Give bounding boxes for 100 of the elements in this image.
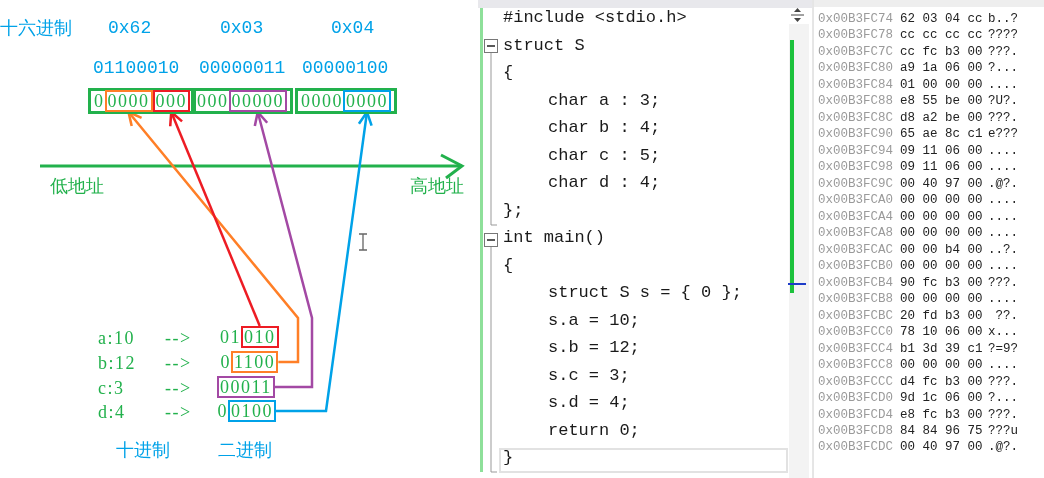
memory-bytes: 00 00 00 00 bbox=[900, 208, 983, 225]
memory-bytes: 01 00 00 00 bbox=[900, 76, 983, 93]
value-label: 00000100 bbox=[302, 57, 389, 80]
memory-chars: .@?. bbox=[988, 175, 1018, 192]
value-label: 0x62 bbox=[108, 17, 152, 40]
memory-address: 0x00B3FCDC bbox=[818, 439, 893, 456]
value-label: --> bbox=[165, 327, 192, 350]
binary-digits: 0100 bbox=[231, 402, 273, 420]
axis-label: 二进制 bbox=[218, 438, 272, 462]
memory-address: 0x00B3FCC4 bbox=[818, 340, 893, 357]
memory-bytes: 65 ae 8c c1 bbox=[900, 126, 983, 143]
memory-chars: .... bbox=[988, 258, 1018, 275]
binary-digits: 00011 bbox=[220, 378, 272, 396]
memory-address: 0x00B3FCC0 bbox=[818, 324, 893, 341]
axis-label: 低地址 bbox=[50, 174, 104, 198]
byte-box bbox=[88, 88, 196, 114]
binary-digits: 0000 bbox=[107, 92, 150, 110]
memory-chars: ???. bbox=[988, 274, 1018, 291]
memory-address: 0x00B3FC80 bbox=[818, 60, 893, 77]
byte-box bbox=[295, 88, 397, 114]
value-label: b:12 bbox=[98, 352, 136, 375]
memory-address: 0x00B3FCAC bbox=[818, 241, 893, 258]
memory-chars: ???u bbox=[988, 423, 1018, 439]
memory-chars: b..? bbox=[988, 11, 1018, 27]
memory-address: 0x00B3FCB8 bbox=[818, 291, 893, 308]
memory-bytes: 09 11 06 00 bbox=[900, 142, 983, 159]
memory-address: 0x00B3FC88 bbox=[818, 93, 893, 110]
code-line: s.d = 4; bbox=[548, 392, 630, 414]
memory-chars: ?=9? bbox=[988, 340, 1018, 357]
binary-digits: 00000 bbox=[231, 92, 284, 110]
memory-address: 0x00B3FC98 bbox=[818, 159, 893, 176]
binary-digits: 0000 bbox=[301, 92, 343, 110]
memory-address: 0x00B3FC8C bbox=[818, 109, 893, 126]
value-label: 00000011 bbox=[199, 57, 286, 80]
memory-address: 0x00B3FCBC bbox=[818, 307, 893, 324]
memory-bytes: a9 1a 06 00 bbox=[900, 60, 983, 77]
code-line: } bbox=[503, 447, 514, 469]
memory-bytes: 84 84 96 75 bbox=[900, 423, 983, 439]
memory-address: 0x00B3FC74 bbox=[818, 11, 893, 27]
memory-chars: .... bbox=[988, 208, 1018, 225]
byte-box bbox=[191, 88, 293, 114]
code-line: char c : 5; bbox=[548, 144, 661, 167]
memory-bytes: 00 00 00 00 bbox=[900, 291, 983, 308]
binary-digits: 0 bbox=[94, 92, 105, 110]
memory-chars: ???. bbox=[988, 406, 1018, 423]
value-label: 0x04 bbox=[331, 17, 375, 40]
memory-address: 0x00B3FCA0 bbox=[818, 192, 893, 209]
code-line: s.a = 10; bbox=[548, 309, 640, 332]
memory-chars: e??? bbox=[988, 126, 1018, 143]
code-line: #include <stdio.h> bbox=[503, 7, 687, 29]
memory-bytes: 90 fc b3 00 bbox=[900, 274, 983, 291]
memory-bytes: 00 00 00 00 bbox=[900, 192, 983, 209]
binary-digits: 010 bbox=[244, 328, 276, 346]
memory-address: 0x00B3FCD0 bbox=[818, 390, 893, 407]
memory-bytes: 20 fd b3 00 bbox=[900, 307, 983, 324]
code-line: struct S bbox=[503, 34, 585, 57]
memory-chars: .... bbox=[988, 192, 1018, 209]
memory-chars: ???? bbox=[988, 27, 1018, 44]
code-line: s.c = 3; bbox=[548, 364, 630, 387]
axis-label: 十六进制 bbox=[0, 16, 72, 40]
memory-address: 0x00B3FC78 bbox=[818, 27, 893, 44]
memory-chars: .... bbox=[988, 76, 1018, 93]
memory-bytes: 00 00 00 00 bbox=[900, 225, 983, 242]
value-label: c:3 bbox=[98, 377, 125, 400]
memory-address: 0x00B3FCCC bbox=[818, 373, 893, 390]
memory-chars: ???. bbox=[988, 109, 1018, 126]
memory-address: 0x00B3FC90 bbox=[818, 126, 893, 143]
memory-address: 0x00B3FC7C bbox=[818, 43, 893, 60]
value-label: --> bbox=[165, 377, 192, 400]
memory-bytes: 00 00 00 00 bbox=[900, 357, 983, 374]
axis-label: 十进制 bbox=[116, 438, 170, 462]
code-line: { bbox=[503, 254, 514, 277]
memory-bytes: b1 3d 39 c1 bbox=[900, 340, 983, 357]
memory-address: 0x00B3FCA4 bbox=[818, 208, 893, 225]
memory-bytes: cc fc b3 00 bbox=[900, 43, 983, 60]
memory-chars: .@?. bbox=[988, 439, 1018, 456]
memory-bytes: d4 fc b3 00 bbox=[900, 373, 983, 390]
code-line: char d : 4; bbox=[548, 172, 661, 194]
memory-bytes: d8 a2 be 00 bbox=[900, 109, 983, 126]
memory-address: 0x00B3FCA8 bbox=[818, 225, 893, 242]
memory-chars: .... bbox=[988, 142, 1018, 159]
code-line: char a : 3; bbox=[548, 89, 661, 112]
binary-digits: 1100 bbox=[234, 353, 276, 371]
binary-digits: 000 bbox=[155, 92, 187, 110]
code-line: { bbox=[503, 62, 514, 84]
memory-address: 0x00B3FC84 bbox=[818, 76, 893, 93]
memory-chars: ..?. bbox=[988, 241, 1018, 258]
binary-digits: 0 bbox=[217, 400, 228, 423]
code-line: }; bbox=[503, 199, 524, 222]
binary-digits: 0000 bbox=[346, 92, 388, 110]
value-label: 0x03 bbox=[220, 17, 264, 40]
code-line: char b : 4; bbox=[548, 117, 661, 139]
memory-chars: .... bbox=[988, 357, 1018, 374]
value-label: a:10 bbox=[98, 327, 135, 350]
memory-bytes: 00 40 97 00 bbox=[900, 175, 983, 192]
value-label: d:4 bbox=[98, 401, 126, 424]
memory-bytes: 9d 1c 06 00 bbox=[900, 390, 983, 407]
memory-address: 0x00B3FCD4 bbox=[818, 406, 893, 423]
memory-bytes: 00 00 b4 00 bbox=[900, 241, 983, 258]
code-line: int main() bbox=[503, 227, 606, 249]
